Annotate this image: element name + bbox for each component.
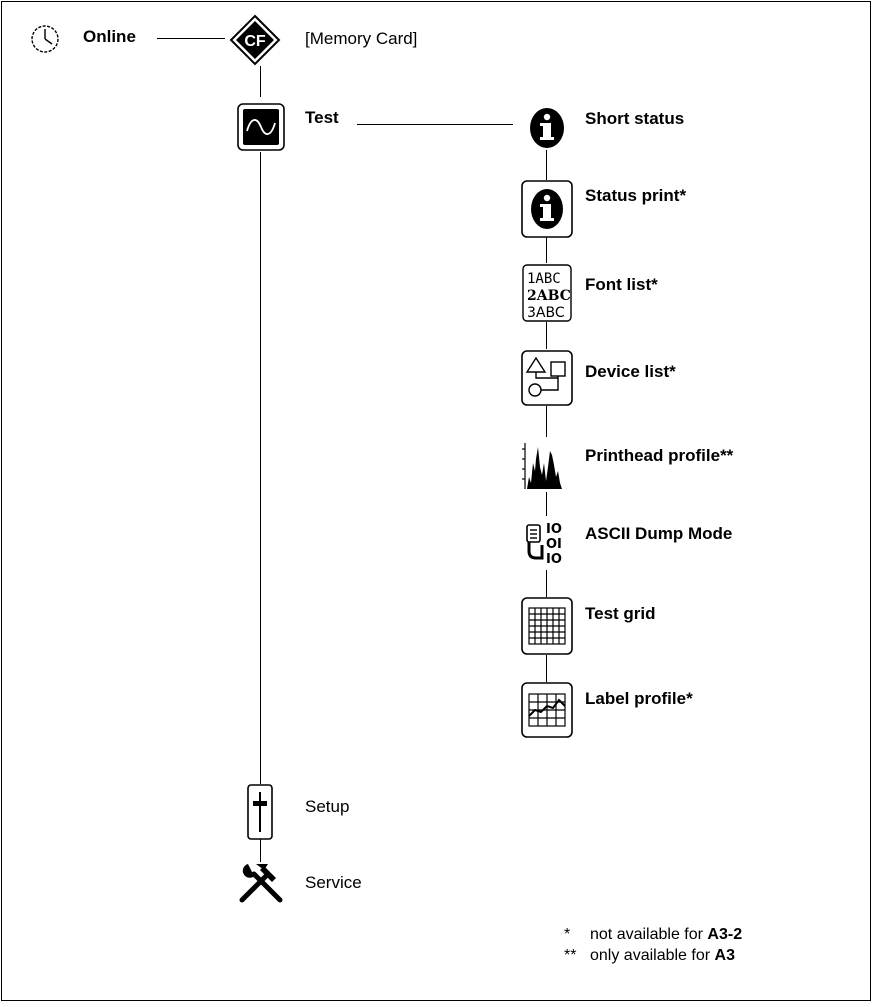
node-setup: Setup: [305, 797, 350, 816]
ascii-dump-icon: IO OI IO: [524, 515, 574, 571]
clock-icon: [30, 24, 60, 54]
test-waveform-icon: [237, 103, 285, 151]
test-item-label-1: Status print*: [585, 186, 687, 205]
footnote-model: A3-2: [707, 926, 743, 943]
font-list-icon: 1ABC 2ABC 3ABC: [522, 264, 572, 322]
info-icon: [527, 106, 567, 150]
font-icon-line-1: 1ABC: [527, 271, 561, 287]
footnote-text: not available for: [590, 926, 708, 943]
node-test: Test: [305, 108, 339, 127]
test-grid-icon: [521, 597, 573, 655]
ascii-icon-line-3: IO: [546, 552, 562, 567]
node-online: Online: [83, 27, 136, 46]
footnote-mark: **: [564, 947, 577, 964]
footnote-mark: *: [564, 926, 571, 943]
service-tools-icon: [236, 860, 286, 906]
test-item-label-2: Font list*: [585, 275, 658, 294]
label-profile-icon: [521, 682, 573, 738]
font-icon-line-3: 3ABC: [527, 305, 565, 321]
footnote-2: ** only available for A3: [564, 946, 735, 965]
footnote-model: A3: [714, 947, 735, 964]
setup-slider-icon: [247, 784, 273, 840]
test-item-label-7: Label profile*: [585, 689, 693, 708]
device-list-icon: [521, 350, 573, 406]
ascii-icon-line-1: IO: [546, 522, 562, 537]
test-item-label-0: Short status: [585, 109, 685, 128]
test-item-label-3: Device list*: [585, 362, 676, 381]
printhead-profile-icon: [520, 437, 568, 493]
test-item-label-6: Test grid: [585, 604, 656, 623]
test-item-label-4: Printhead profile**: [585, 446, 734, 465]
footnote-1: * not available for A3-2: [564, 925, 742, 944]
memory-card-icon-text: CF: [244, 33, 266, 50]
memory-card-icon: CF: [229, 14, 281, 66]
footnote-text: only available for: [590, 947, 715, 964]
info-framed-icon: [521, 180, 573, 238]
font-icon-line-2: 2ABC: [527, 288, 571, 304]
node-memory-card: [Memory Card]: [305, 29, 418, 48]
ascii-icon-line-2: OI: [546, 537, 562, 552]
node-service: Service: [305, 873, 362, 892]
test-item-label-5: ASCII Dump Mode: [585, 524, 733, 543]
